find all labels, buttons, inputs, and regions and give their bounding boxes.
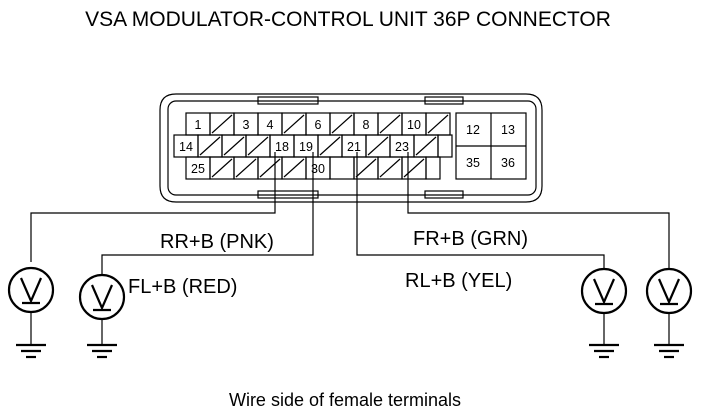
connector-housing (159, 93, 543, 203)
voltmeter-icon (645, 267, 693, 315)
wire-fr (407, 152, 670, 270)
pin-30-label: 30 (311, 162, 325, 176)
ground-icon (87, 319, 117, 359)
pin-25-label: 25 (191, 162, 205, 176)
pin-4-label: 4 (267, 118, 274, 132)
wire-label-rr: RR+B (PNK) (160, 231, 274, 253)
wire-fl (101, 152, 314, 276)
pin-14-label: 14 (179, 140, 193, 154)
pin-21-label: 21 (347, 140, 361, 154)
pin-19-label: 19 (299, 140, 313, 154)
pin-13-label: 13 (501, 123, 515, 137)
wire-label-rl: RL+B (YEL) (405, 270, 512, 292)
voltmeter-icon (580, 267, 628, 315)
diagram-caption: Wire side of female terminals (229, 390, 461, 410)
wire-rl (356, 152, 605, 270)
terminal-block-left: 1 3 4 6 8 10 14 18 19 21 23 25 30 (173, 112, 453, 180)
pin-10-label: 10 (407, 118, 421, 132)
wire-label-fr: FR+B (GRN) (413, 228, 528, 250)
pin-18-label: 18 (275, 140, 289, 154)
pin-6-label: 6 (315, 118, 322, 132)
wire-label-fl: FL+B (RED) (128, 276, 237, 298)
diagram-title: VSA MODULATOR-CONTROL UNIT 36P CONNECTOR (85, 8, 611, 31)
pin-12-label: 12 (466, 123, 480, 137)
pin-1-label: 1 (195, 118, 202, 132)
ground-icon (589, 313, 619, 359)
pin-36-label: 36 (501, 156, 515, 170)
pin-8-label: 8 (363, 118, 370, 132)
pin-35-label: 35 (466, 156, 480, 170)
ground-icon (654, 313, 684, 359)
voltmeter-icon (78, 273, 126, 321)
voltmeter-icon (7, 266, 55, 314)
pin-3-label: 3 (243, 118, 250, 132)
pin-23-label: 23 (395, 140, 409, 154)
empty-cavity-marks (199, 114, 449, 178)
terminal-block-right: 12 13 35 36 (455, 112, 527, 180)
wire-rr (30, 152, 276, 262)
ground-icon (16, 312, 46, 359)
